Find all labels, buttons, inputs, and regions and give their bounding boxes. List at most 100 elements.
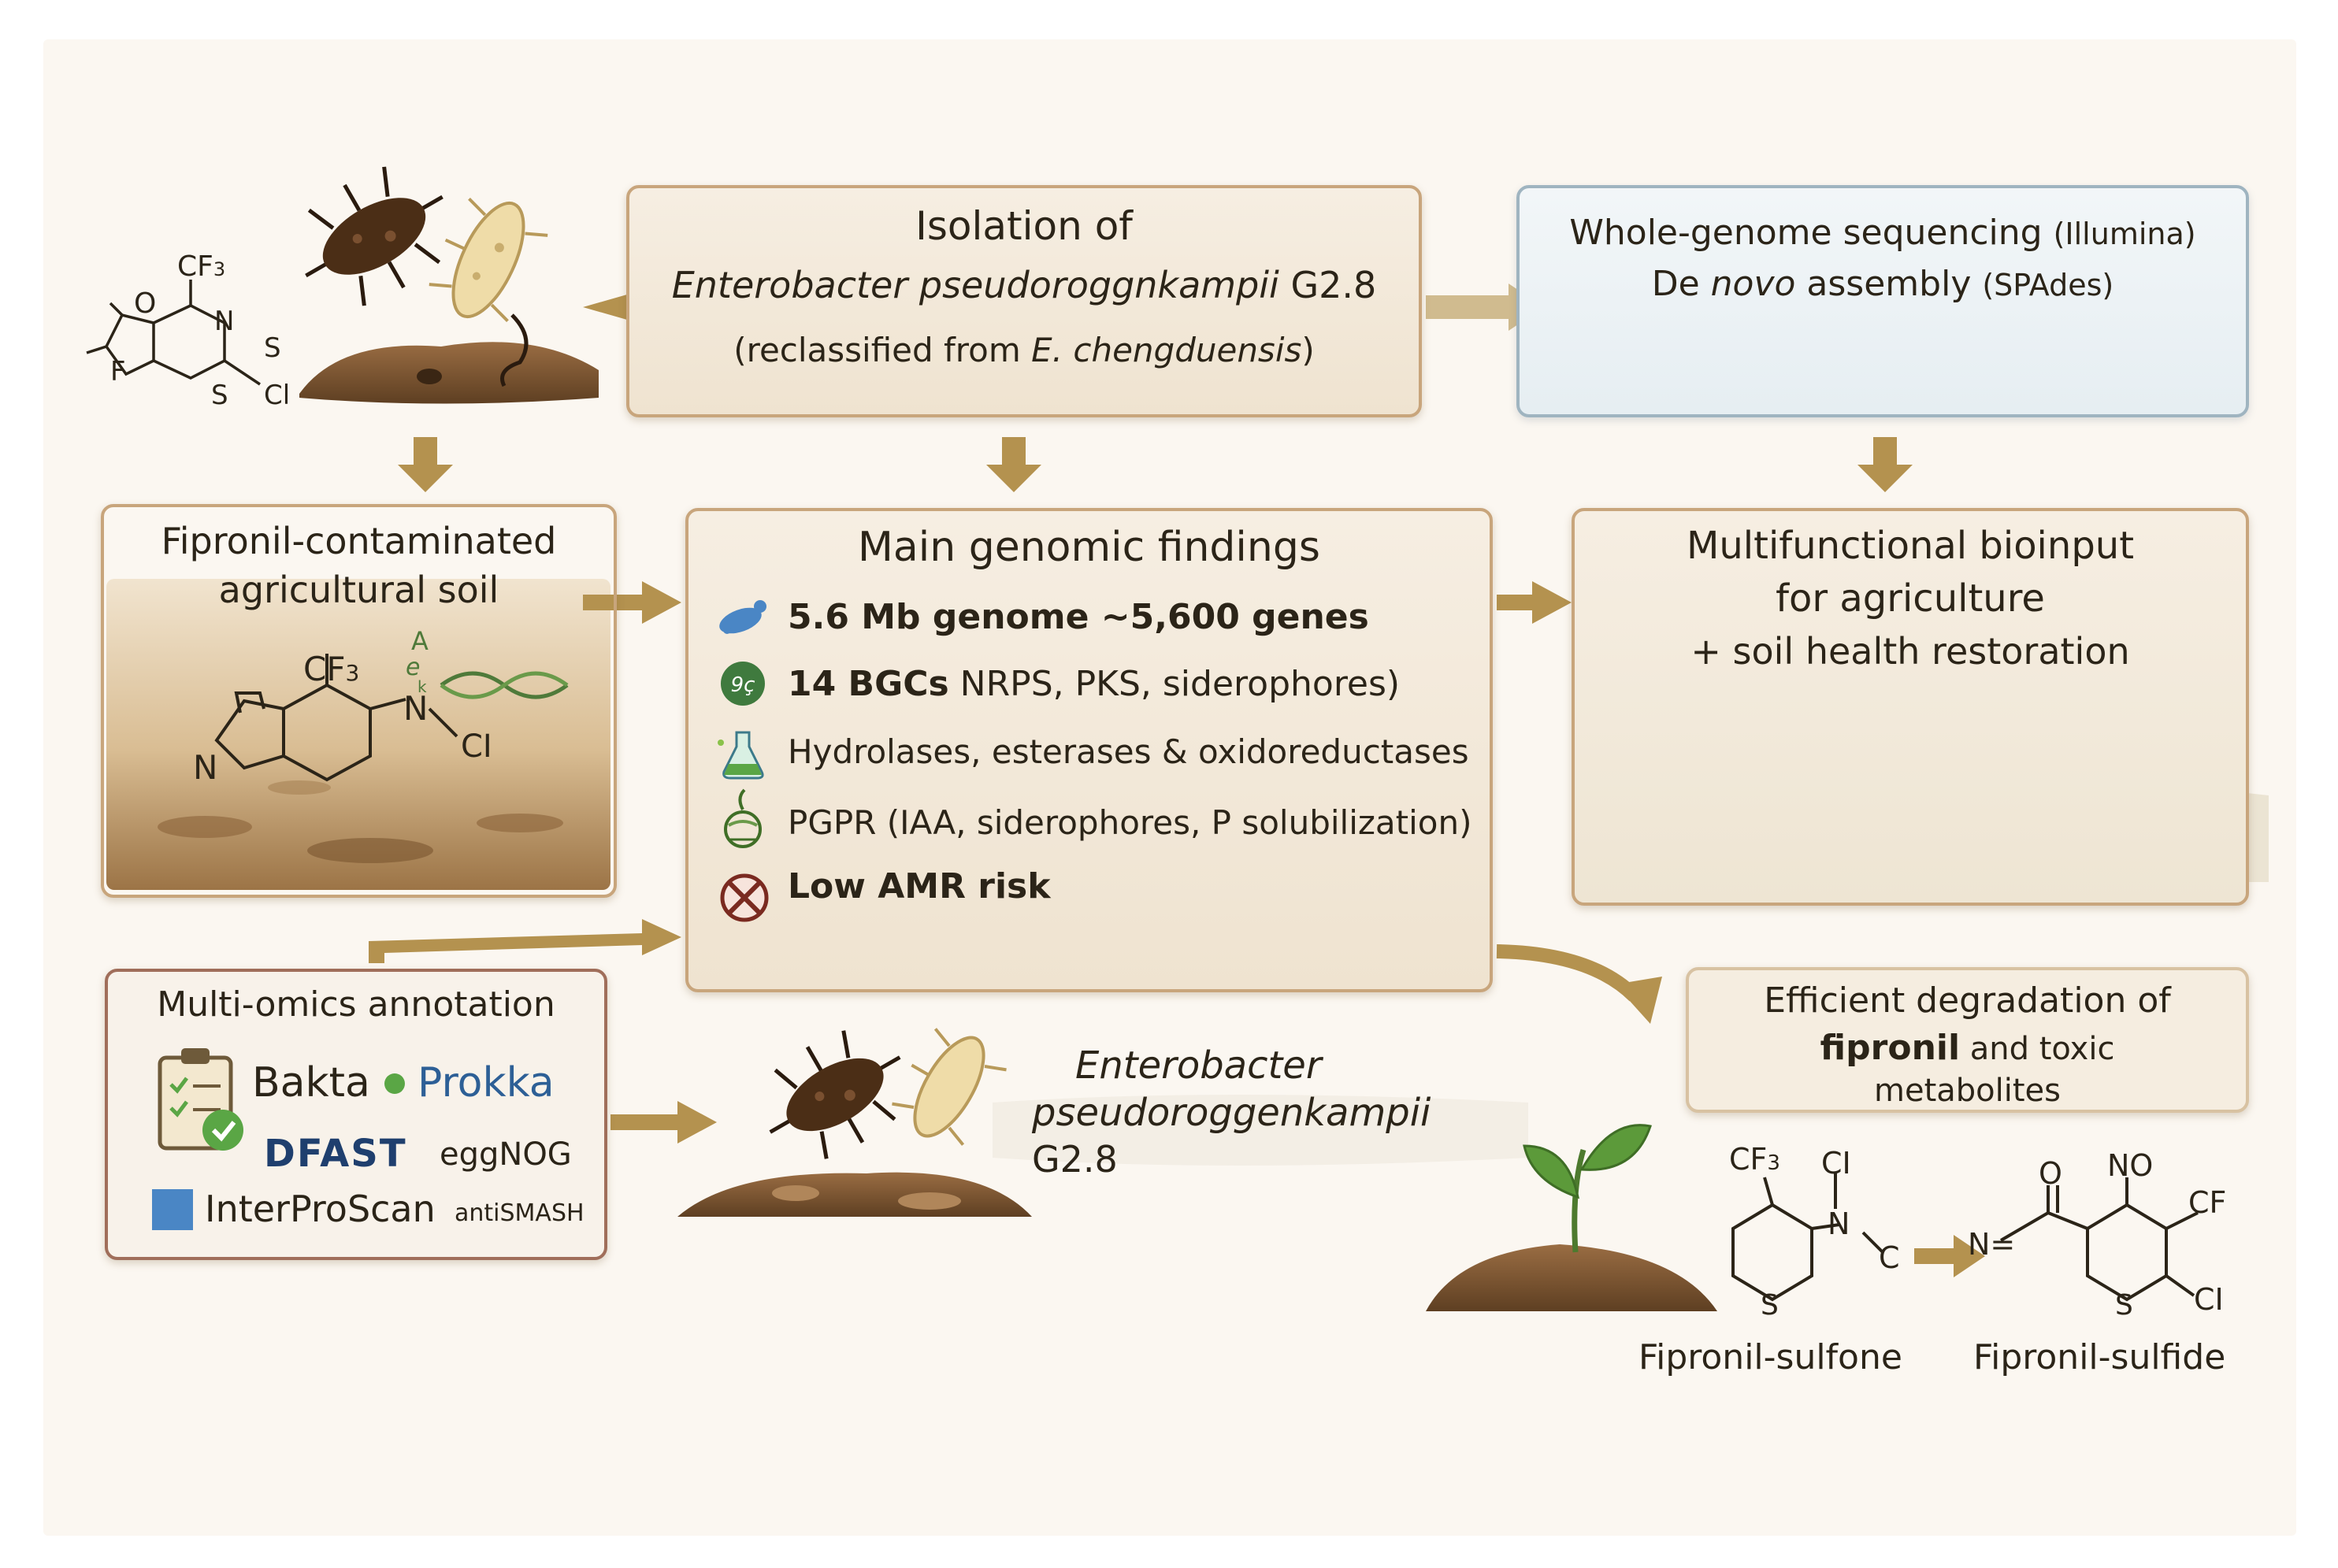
findings-title: Main genomic findings [858, 524, 1320, 571]
letter-k-soil: k [418, 677, 427, 696]
soil-title-line1: Fipronil-contaminated [161, 520, 557, 562]
flagellum-icon [500, 313, 529, 387]
finding-enzymes: Hydrolases, esterases & oxidoreductases [788, 732, 1469, 771]
dark-bacterium-bottom-icon [769, 1030, 901, 1159]
product-sulfone-label: Fipronil-sulfone [1638, 1337, 1902, 1377]
degradation-line1: Efficient degradation of [1764, 980, 2171, 1021]
tool-eggnog: eggNOG [440, 1136, 572, 1173]
atom-cl-sulfide: CI [2194, 1282, 2224, 1317]
light-bacterium-icon [429, 197, 548, 323]
atom-s-sulfone: S [1761, 1289, 1779, 1321]
degradation-soil-mound-icon [1426, 1244, 1717, 1311]
amr-risk-icon [720, 873, 769, 922]
atom-no-sulfide: NO [2107, 1148, 2154, 1183]
seedling-icon-bottom [1523, 1124, 1652, 1253]
soil-mound-bottom-icon [677, 1172, 1032, 1217]
degradation-fipronil: fipronil [1820, 1028, 1961, 1068]
atom-cf-sulfide: CF [2188, 1185, 2227, 1220]
fipronil-structure-top [86, 280, 261, 386]
bioinput-box [1572, 508, 2249, 906]
arrow-omics-to-findings [369, 919, 681, 963]
tool-interproscan: InterProScan [205, 1188, 436, 1230]
atom-s-top-right: S [264, 332, 281, 364]
findings-box [685, 508, 1493, 992]
atom-cf3-top: CF3 [177, 250, 225, 283]
flow-arrows [369, 284, 1985, 1277]
bioinput-line2: for agriculture [1776, 576, 2045, 621]
isolation-species: Enterobacter pseudoroggnkampii [671, 264, 1279, 306]
atom-cf3-sulfone: CF3 [1729, 1142, 1780, 1177]
atom-cf3-soil: CF3 [303, 650, 359, 688]
atom-s-sulfide: S [2115, 1289, 2133, 1321]
arrow-soil-to-findings [583, 581, 681, 624]
isolation-note-suffix: ) [1301, 331, 1315, 369]
atom-o-top: O [134, 287, 157, 320]
arrow-findings-to-bioinput [1497, 581, 1572, 624]
atom-n-sulfone: N [1828, 1207, 1850, 1241]
svg-text:9ç: 9ç [731, 673, 755, 697]
atom-n-soil-ring: N [193, 748, 218, 787]
tool-dfast: DFAST [264, 1132, 407, 1176]
atom-s-top-bottom: S [211, 380, 228, 411]
isolation-strain: G2.8 [1290, 264, 1377, 306]
finding-pgpr: PGPR (IAA, siderophores, P solubilizatio… [788, 803, 1472, 842]
isolation-box [626, 185, 1422, 417]
arrow-down-right [1857, 437, 1913, 492]
tool-separator-icon [384, 1073, 405, 1094]
isolation-species-line: Enterobacter pseudoroggnkampii G2.8 [626, 264, 1422, 306]
soil-box [101, 504, 617, 898]
arrow-isolation-to-sequencing [1426, 284, 1544, 331]
bgc-icon: 9ç [721, 662, 765, 706]
interproscan-icon [152, 1189, 193, 1230]
pgpr-plant-icon [724, 788, 762, 848]
bioinput-line3: + soil health restoration [1690, 630, 2130, 673]
genome-bacteria-icon [719, 600, 766, 634]
strain-id: G2.8 [1032, 1138, 1118, 1181]
isolation-note: (reclassified from E. chengduensis) [626, 331, 1422, 369]
atom-n-soil: N [403, 689, 429, 728]
finding-bgcs-rest: NRPS, PKS, siderophores) [948, 664, 1401, 704]
product-sulfide-label: Fipronil-sulfide [1973, 1337, 2226, 1377]
sequencing-line1: Whole-genome sequencing (Illumina) [1516, 213, 2249, 253]
atom-c-sulfone: C [1879, 1240, 1900, 1275]
atom-cl-top: Cl [264, 380, 291, 411]
soil-mound-top-left-icon [299, 342, 599, 404]
sequencing-platform: (Illumina) [2053, 217, 2196, 251]
sequencing-box [1516, 185, 2249, 417]
sequencing-method: Whole-genome sequencing [1569, 213, 2043, 253]
findings-icons: 9ç [718, 600, 769, 922]
isolation-title: Isolation of [915, 203, 1133, 249]
tool-antismash: antiSMASH [455, 1199, 584, 1227]
assembly-de: De [1651, 264, 1711, 304]
clipboard-checklist-icon [158, 1048, 243, 1151]
atom-cf3-soil-sub: 3 [345, 660, 360, 686]
strain-genus: Enterobacter [1075, 1043, 1322, 1088]
sequencing-line2: De novo assembly (SPAdes) [1516, 264, 2249, 304]
atom-n-top: N [214, 306, 235, 337]
atom-cf3-sulfone-sub: 3 [1767, 1151, 1780, 1175]
finding-genome: 5.6 Mb genome ~5,600 genes [788, 597, 1369, 637]
soil-texture-background [106, 579, 610, 890]
strain-species: pseudoroggenkampii [1032, 1091, 1431, 1135]
degradation-line3: metabolites [1874, 1073, 2061, 1109]
omics-title: Multi-omics annotation [157, 984, 555, 1025]
fipronil-structure-soil [214, 654, 458, 782]
tool-prokka: Prokka [418, 1059, 555, 1106]
atom-cf3-sulfone-text: CF [1729, 1142, 1768, 1177]
atom-cl-soil: CI [461, 728, 492, 765]
arrow-down-center [986, 437, 1041, 492]
enzyme-flask-icon [718, 731, 764, 780]
arrow-sulfone-to-sulfide [1914, 1235, 1985, 1277]
dna-helix-small-icon [440, 671, 569, 699]
isolation-note-species: E. chengduensis [1031, 331, 1302, 369]
strain-label-panel [993, 1095, 1528, 1166]
atom-cf3-soil-text: CF [303, 650, 346, 688]
finding-amr: Low AMR risk [788, 866, 1051, 906]
degradation-rest: and toxic [1960, 1031, 2115, 1067]
atom-o-sulfide: O [2039, 1156, 2062, 1191]
degradation-box [1686, 967, 2249, 1113]
letter-a-soil: A [411, 626, 429, 656]
soil-title-line2: agricultural soil [218, 569, 499, 611]
fipronil-sulfone-structure [1731, 1173, 1884, 1302]
